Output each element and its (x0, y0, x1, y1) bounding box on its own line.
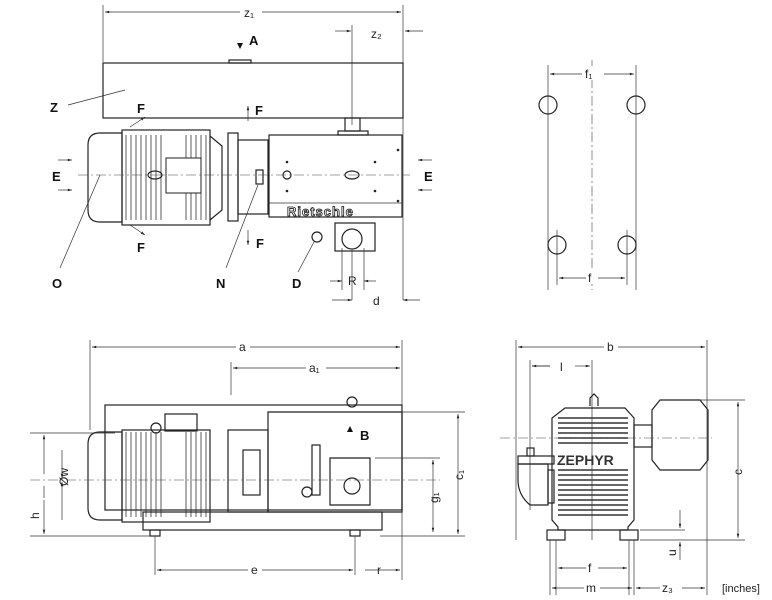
dim-b: b (607, 340, 614, 354)
motor-fan-cover (87, 132, 123, 223)
dim-c1: c₁ (452, 470, 466, 480)
end-view: b l ZEPHYR u c (500, 339, 760, 595)
marker-f-2: F (255, 103, 263, 118)
marker-b: B (360, 428, 369, 443)
pump-housing (268, 134, 403, 218)
dim-r: r (377, 563, 381, 577)
marker-o: O (52, 276, 62, 291)
side-view: a a₁ B Øw h g₁ (28, 339, 466, 580)
nameplate-n (255, 169, 264, 185)
motor-end (651, 399, 709, 471)
marker-z: Z (50, 100, 58, 115)
marker-n: N (216, 276, 225, 291)
marker-f-1: F (137, 101, 145, 116)
units-label: [inches] (722, 583, 760, 595)
dim-m: m (586, 581, 596, 595)
dim-f1: f₁ (585, 67, 592, 81)
arrow-a-icon (237, 35, 243, 49)
dim-d: d (373, 294, 380, 308)
dim-z1: z₁ (244, 6, 254, 20)
dim-g1: g₁ (427, 492, 441, 503)
brand-zephyr: ZEPHYR (557, 452, 614, 468)
dim-l: l (560, 360, 563, 374)
marker-f-4: F (256, 236, 264, 251)
dim-h: h (28, 512, 42, 519)
dim-a1: a₁ (309, 361, 320, 375)
dim-z2: z₂ (371, 27, 382, 41)
brand-rietschle: Rietschle (287, 204, 354, 219)
dim-r: R (348, 274, 357, 288)
dim-u: u (665, 549, 679, 556)
dim-e: e (251, 563, 258, 577)
top-view: z₁ z₂ A Z F F (50, 5, 433, 308)
silencer-z (102, 62, 404, 119)
cooling-grille (242, 449, 261, 496)
foot-pattern-view: f₁ f (538, 60, 646, 290)
marker-f-3: F (137, 240, 145, 255)
motor-body (121, 129, 211, 226)
marker-e-left: E (52, 169, 61, 184)
base-frame (142, 511, 383, 531)
dim-w: Øw (57, 468, 71, 486)
dim-z3: z₃ (662, 581, 673, 595)
marker-d: D (292, 276, 301, 291)
pump-end-housing (551, 407, 635, 531)
dim-c: c (731, 469, 745, 475)
marker-a: A (249, 33, 259, 48)
marker-e-right: E (424, 169, 433, 184)
dim-a: a (239, 340, 246, 354)
terminal-box (165, 157, 202, 194)
dim-f-foot: f (588, 271, 592, 285)
dim-f-end: f (588, 561, 592, 575)
